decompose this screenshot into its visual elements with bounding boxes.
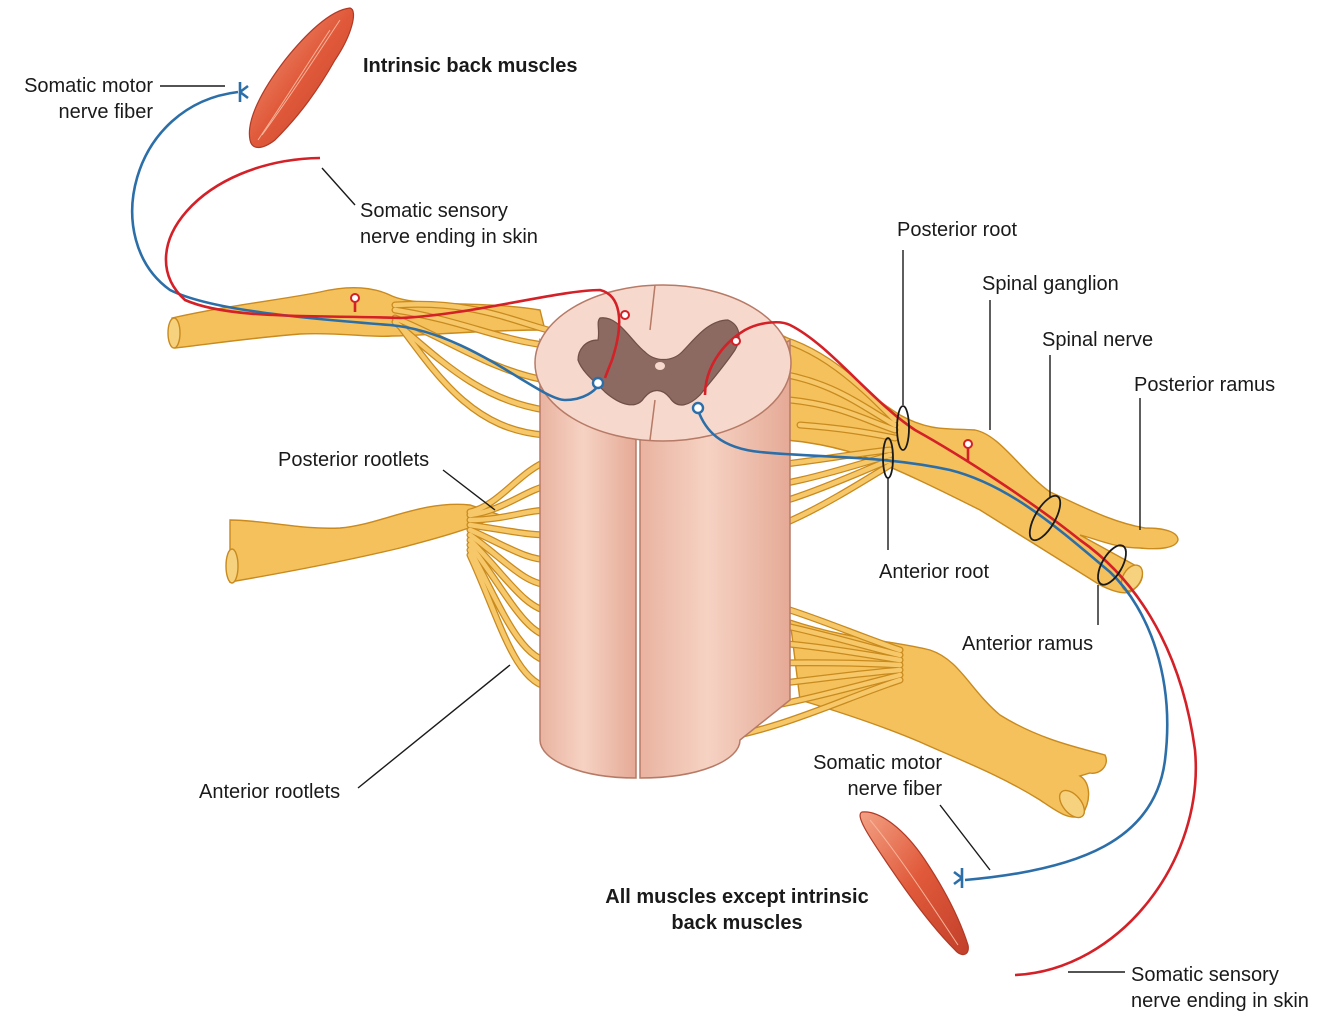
label-intrinsic-back-muscles: Intrinsic back muscles	[363, 55, 578, 77]
leader-lines	[160, 85, 1125, 973]
label-anterior-ramus: Anterior ramus	[962, 633, 1093, 655]
anterior-ramus-marker	[1097, 544, 1127, 625]
label-posterior-root: Posterior root	[897, 219, 1017, 241]
spinal-nerve-marker	[1028, 355, 1062, 542]
label-somatic-sensory-top-line2: nerve ending in skin	[360, 226, 538, 248]
label-spinal-nerve: Spinal nerve	[1042, 329, 1153, 351]
label-somatic-sensory-bottom-line2: nerve ending in skin	[1131, 990, 1309, 1012]
label-spinal-ganglion: Spinal ganglion	[982, 273, 1119, 295]
somatic-motor-fiber-bottom	[691, 401, 1169, 888]
anterior-root-marker	[882, 437, 894, 550]
label-anterior-rootlets: Anterior rootlets	[199, 781, 340, 803]
label-somatic-sensory-bottom-line1: Somatic sensory	[1131, 964, 1279, 986]
label-posterior-ramus: Posterior ramus	[1134, 374, 1275, 396]
label-all-muscles-line2: back muscles	[671, 912, 802, 934]
somatic-sensory-fiber-top	[164, 156, 630, 379]
lower-left-spinal-nerve	[225, 503, 502, 584]
intrinsic-back-muscle-illustration	[248, 7, 355, 149]
label-all-muscles-line1: All muscles except intrinsic	[605, 886, 868, 908]
label-somatic-sensory-top-line1: Somatic sensory	[360, 200, 508, 222]
label-somatic-motor-bottom-line1: Somatic motor	[813, 752, 942, 774]
limb-muscle-illustration	[859, 811, 969, 956]
label-anterior-root: Anterior root	[879, 561, 989, 583]
label-somatic-motor-top-line1: Somatic motor	[24, 75, 153, 97]
label-somatic-motor-top-line2: nerve fiber	[59, 101, 154, 123]
label-posterior-rootlets: Posterior rootlets	[278, 449, 429, 471]
somatic-sensory-fiber-bottom	[703, 320, 1198, 977]
posterior-root-marker	[896, 250, 910, 451]
spinal-cord	[534, 284, 792, 779]
label-somatic-motor-bottom-line2: nerve fiber	[848, 778, 943, 800]
lower-right-spinal-nerve	[789, 618, 1107, 819]
somatic-motor-fiber-top	[130, 82, 605, 402]
left-rootlets	[391, 300, 556, 692]
